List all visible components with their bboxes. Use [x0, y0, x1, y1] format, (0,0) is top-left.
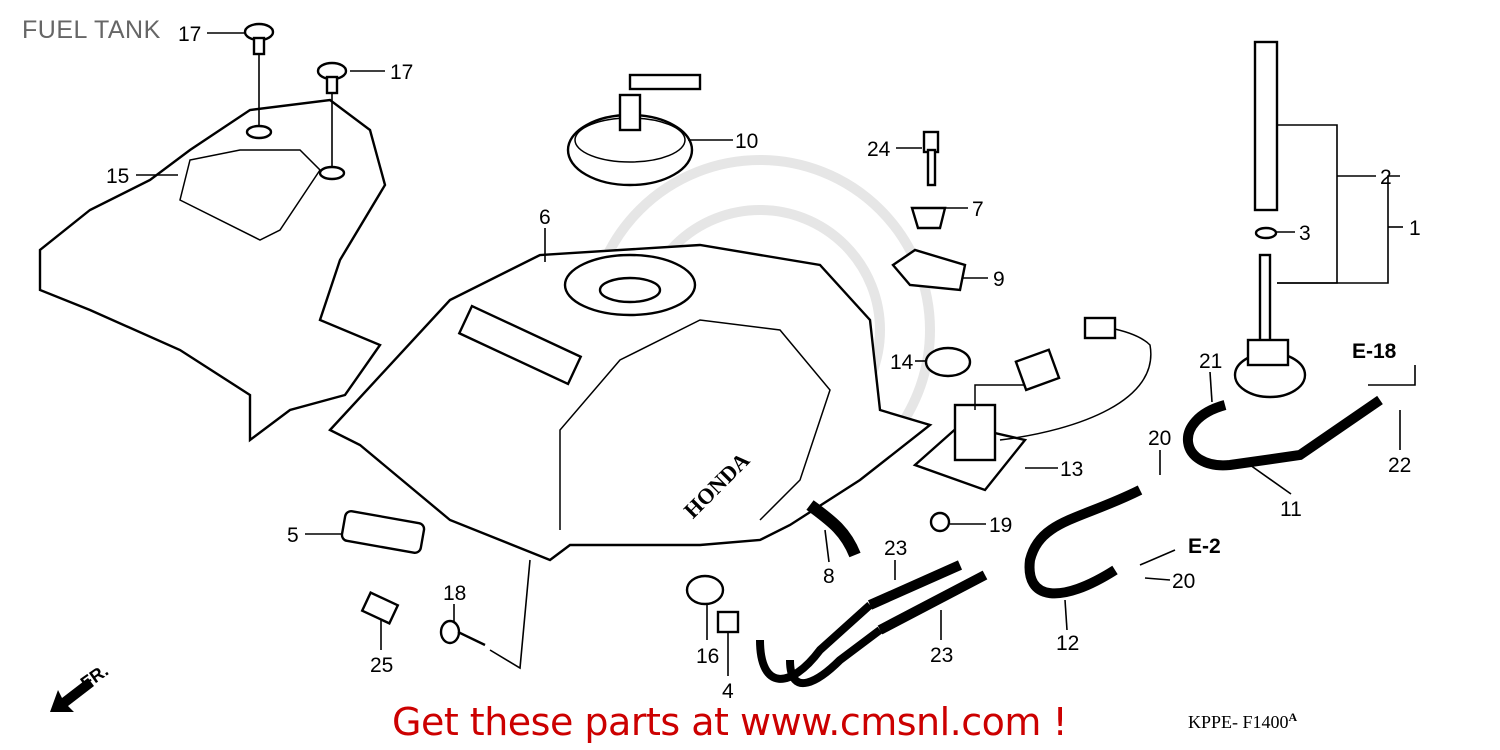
cover-hole: [245, 124, 273, 140]
part-3-o-ring[interactable]: [1254, 226, 1278, 240]
callout-17: 17: [178, 23, 201, 46]
callout-4: 4: [722, 680, 734, 703]
callout-6: 6: [539, 206, 551, 229]
drain-tubes: [756, 602, 883, 687]
part-17-screw[interactable]: [316, 61, 348, 166]
callout-13: 13: [1060, 458, 1083, 481]
callout-14: 14: [890, 351, 914, 374]
part-18-screw[interactable]: [439, 619, 486, 647]
callout-10: 10: [735, 130, 758, 153]
leader-lines: [136, 32, 1416, 676]
callout-5: 5: [287, 524, 299, 547]
callout-21: 21: [1199, 350, 1222, 373]
promo-link[interactable]: Get these parts at www.cmsnl.com !: [392, 700, 1068, 744]
callout-23: 23: [930, 644, 953, 667]
callout-8: 8: [823, 565, 835, 588]
callout-3: 3: [1299, 222, 1311, 245]
callout-20: 20: [1148, 427, 1171, 450]
part-10-fuel-cap[interactable]: [566, 73, 702, 187]
reference-e2: E-2: [1188, 535, 1221, 558]
part-19-grommet[interactable]: [929, 511, 951, 533]
diagram-title: FUEL TANK: [22, 16, 161, 44]
part-6-fuel-tank[interactable]: HONDA: [328, 243, 933, 562]
diagram-code-text: KPPE- F1400: [1188, 712, 1289, 732]
callout-20: 20: [1172, 570, 1195, 593]
callout-17: 17: [390, 61, 413, 84]
callout-1: 1: [1409, 217, 1421, 240]
part-15-cover[interactable]: [38, 98, 387, 443]
cover-detail: [179, 149, 321, 241]
part-23-tube[interactable]: [877, 570, 988, 635]
reference-e18: E-18: [1352, 340, 1397, 363]
part-7-grommet[interactable]: [910, 206, 947, 230]
part-16-grommet[interactable]: [685, 574, 725, 606]
callout-19: 19: [989, 514, 1012, 537]
cover-hole: [318, 165, 346, 181]
callout-12: 12: [1056, 632, 1079, 655]
callouts: 17 17 15 10 6 24 7 9 2 3 1 14 21 20 13 2…: [106, 23, 1421, 703]
part-13-fuel-unit[interactable]: [912, 316, 1152, 492]
part-1-fuel-cock[interactable]: [1233, 253, 1307, 399]
front-direction-arrow: FR.: [50, 660, 112, 712]
callout-24: 24: [867, 138, 891, 161]
part-25-cushion[interactable]: [360, 591, 400, 625]
arrow-icon: [50, 678, 94, 712]
callout-2: 2: [1380, 166, 1392, 189]
callout-18: 18: [443, 582, 466, 605]
part-24-bolt[interactable]: [922, 130, 940, 187]
callout-15: 15: [106, 165, 129, 188]
part-4-clip[interactable]: [716, 610, 740, 634]
part-12-hose[interactable]: [1024, 485, 1143, 599]
part-14-o-ring[interactable]: [924, 346, 972, 378]
part-8-cushion[interactable]: [806, 500, 861, 558]
part-5-cushion[interactable]: [340, 510, 426, 554]
callout-22: 22: [1388, 454, 1411, 477]
part-23-tube[interactable]: [867, 560, 963, 610]
part-11-hose[interactable]: [1182, 395, 1383, 471]
diagram-revision: A: [1288, 710, 1298, 724]
callout-7: 7: [972, 198, 984, 221]
diagram-code: KPPE- F1400A: [1188, 710, 1297, 733]
callout-25: 25: [370, 654, 393, 677]
part-17-screw[interactable]: [243, 22, 275, 125]
callout-9: 9: [993, 268, 1005, 291]
part-9-clip[interactable]: [891, 248, 967, 292]
callout-16: 16: [696, 645, 719, 668]
callout-23: 23: [884, 537, 907, 560]
callout-11: 11: [1280, 498, 1302, 521]
part-2-strainer[interactable]: [1253, 40, 1279, 212]
